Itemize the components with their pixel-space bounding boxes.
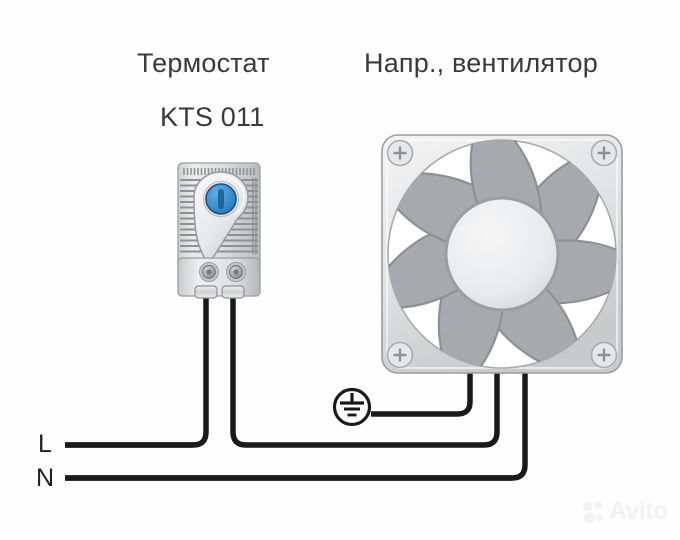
terminal-label-live: L (38, 430, 52, 458)
wire-fan-ground-to-earth (371, 373, 473, 417)
thermostat-title-line2: KTS 011 (160, 102, 265, 132)
thermostat-knob[interactable] (203, 181, 239, 217)
terminal-label-neutral: N (36, 464, 55, 492)
fan-title: Напр., вентилятор (364, 48, 598, 78)
thermostat-device (177, 162, 261, 299)
fan-hub (444, 196, 560, 312)
fan-device (381, 134, 623, 374)
wire-thermostat-right-to-fan (230, 296, 500, 448)
thermostat-screw-terminals[interactable] (199, 262, 246, 282)
avito-watermark: Avito (582, 497, 669, 526)
thermostat-title-line1: Термостат (137, 48, 270, 78)
knob-slot (218, 189, 224, 209)
fan-corner-screws (386, 139, 618, 369)
avito-watermark-text: Avito (608, 497, 669, 525)
wiring-group (65, 296, 528, 481)
thermostat-base (177, 257, 261, 297)
wire-fan-right-to-neutral (65, 373, 528, 481)
avito-logo-icon (582, 500, 605, 523)
ground-symbol (332, 387, 372, 427)
wire-thermostat-left-to-live (65, 296, 209, 448)
thermostat-wire-blocks (194, 285, 245, 299)
